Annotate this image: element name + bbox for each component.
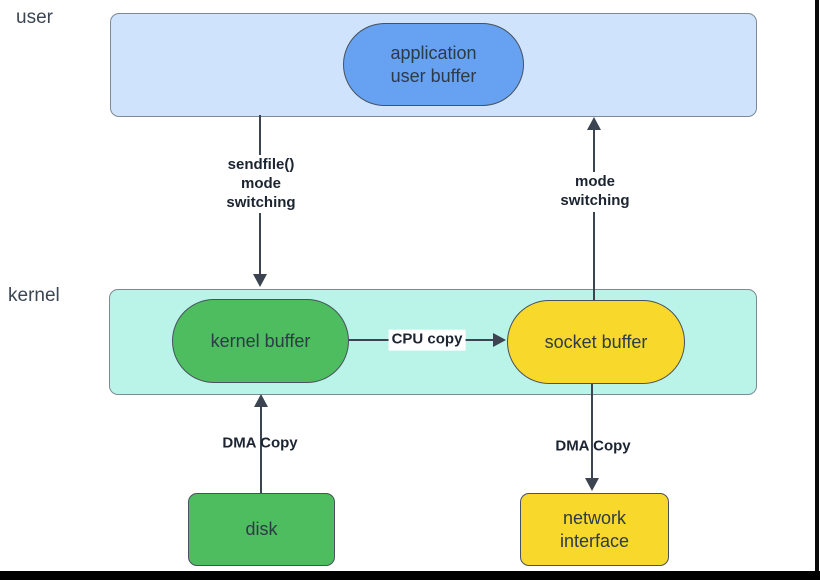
dma-copy-network-arrow-line (591, 382, 593, 480)
dma-copy-disk-label: DMA Copy (222, 434, 298, 452)
kernel-buffer-node: kernel buffer (172, 299, 349, 383)
sendfile-mode-switching-label: sendfile() mode switching (223, 155, 299, 214)
mode-switching-arrowhead-icon (587, 117, 601, 130)
dma-copy-network-label: DMA Copy (555, 437, 631, 455)
dma-copy-disk-arrowhead-icon (254, 394, 268, 407)
window-bottom-edge (0, 571, 820, 580)
application-user-buffer-node: application user buffer (343, 23, 524, 106)
cpu-copy-label: CPU copy (388, 329, 466, 351)
lane-label-user: user (16, 7, 53, 28)
sendfile-arrowhead-icon (253, 274, 267, 287)
mode-switching-label: mode switching (557, 172, 633, 212)
dma-copy-network-arrowhead-icon (585, 478, 599, 491)
network-interface-node: network interface (520, 493, 669, 566)
window-right-edge (815, 0, 819, 571)
dma-copy-disk-arrow-line (260, 397, 262, 493)
socket-buffer-node: socket buffer (507, 300, 685, 384)
cpu-copy-arrowhead-icon (493, 333, 506, 347)
lane-label-kernel: kernel (8, 285, 60, 306)
disk-node: disk (188, 493, 335, 566)
